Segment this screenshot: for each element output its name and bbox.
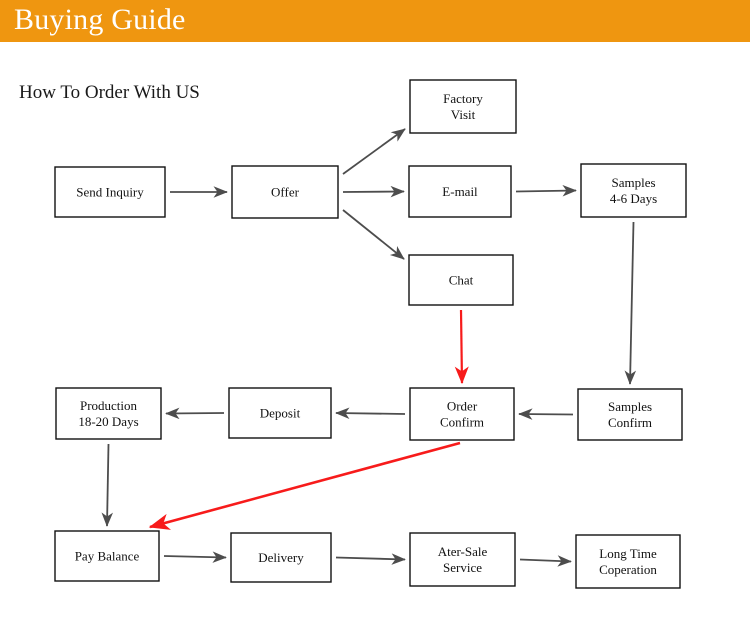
flow-node-email: E-mail bbox=[408, 165, 512, 218]
section-heading: How To Order With US bbox=[19, 82, 200, 103]
flow-node-offer: Offer bbox=[231, 165, 339, 219]
flow-node-chat: Chat bbox=[408, 254, 514, 306]
flow-node-delivery: Delivery bbox=[230, 532, 332, 583]
flow-edge-order-confirm-to-deposit bbox=[335, 407, 406, 419]
node-box-offer bbox=[231, 165, 339, 219]
flow-edge-email-to-samples-days bbox=[515, 184, 577, 197]
node-label-deposit: Deposit bbox=[260, 406, 301, 421]
node-box-after-sale bbox=[409, 532, 516, 587]
node-label-order-confirm: Order bbox=[447, 399, 478, 414]
flow-edge-production-to-pay-balance bbox=[101, 443, 114, 527]
node-box-delivery bbox=[230, 532, 332, 583]
node-label-factory-visit: Factory bbox=[443, 91, 483, 106]
node-box-pay-balance bbox=[54, 530, 160, 582]
node-label-after-sale: Service bbox=[443, 560, 482, 575]
node-label-send-inquiry: Send Inquiry bbox=[76, 185, 144, 200]
node-label-after-sale: Ater-Sale bbox=[438, 544, 488, 559]
node-label-long-time: Coperation bbox=[599, 562, 657, 577]
node-box-chat bbox=[408, 254, 514, 306]
node-label-chat: Chat bbox=[449, 273, 474, 288]
node-label-samples-confirm: Confirm bbox=[608, 415, 652, 430]
node-label-factory-visit: Visit bbox=[451, 107, 476, 122]
node-box-long-time bbox=[575, 534, 681, 589]
node-box-order-confirm bbox=[409, 387, 515, 441]
flow-edge-offer-to-email bbox=[342, 185, 405, 198]
node-label-samples-days: Samples bbox=[611, 175, 655, 190]
page-title: Buying Guide bbox=[14, 3, 186, 36]
flow-edge-after-sale-to-long-time bbox=[519, 555, 572, 567]
node-label-order-confirm: Confirm bbox=[440, 415, 484, 430]
node-label-samples-confirm: Samples bbox=[608, 399, 652, 414]
node-label-samples-days: 4-6 Days bbox=[610, 191, 657, 206]
node-label-production: Production bbox=[80, 398, 138, 413]
flow-node-send-inquiry: Send Inquiry bbox=[54, 166, 166, 218]
node-label-email: E-mail bbox=[442, 184, 478, 199]
node-box-production bbox=[55, 387, 162, 440]
node-box-factory-visit bbox=[409, 79, 517, 134]
node-box-email bbox=[408, 165, 512, 218]
flow-node-pay-balance: Pay Balance bbox=[54, 530, 160, 582]
node-box-send-inquiry bbox=[54, 166, 166, 218]
flow-edge-samples-days-to-confirm bbox=[624, 221, 637, 385]
node-box-samples-confirm bbox=[577, 388, 683, 441]
page-header-band bbox=[0, 0, 750, 42]
node-box-samples-days bbox=[580, 163, 687, 218]
node-label-pay-balance: Pay Balance bbox=[75, 549, 140, 564]
node-box-deposit bbox=[228, 387, 332, 439]
node-label-long-time: Long Time bbox=[599, 546, 657, 561]
flow-edge-order-confirm-to-pay-balance bbox=[148, 441, 461, 530]
node-label-production: 18-20 Days bbox=[78, 414, 138, 429]
flow-edge-deposit-to-production bbox=[165, 407, 225, 420]
flow-edge-samples-confirm-to-order bbox=[518, 408, 574, 420]
flow-edge-chat-to-order-confirm bbox=[454, 309, 469, 385]
flow-node-deposit: Deposit bbox=[228, 387, 332, 439]
node-label-offer: Offer bbox=[271, 185, 300, 200]
flow-edge-offer-to-factory-visit bbox=[342, 128, 406, 175]
flow-edge-offer-to-chat bbox=[342, 209, 405, 260]
flow-edge-pay-balance-to-delivery bbox=[163, 551, 227, 563]
flow-edge-delivery-to-after-sale bbox=[335, 553, 406, 565]
diagram-edges bbox=[101, 128, 637, 567]
node-label-delivery: Delivery bbox=[258, 550, 304, 565]
